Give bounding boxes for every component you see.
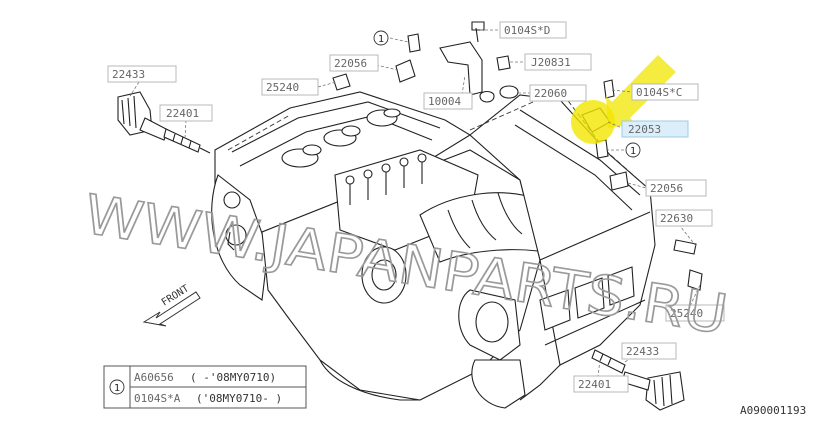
part-label-22060[interactable]: 22060: [529, 84, 587, 102]
svg-text:0104S*C: 0104S*C: [636, 86, 682, 99]
legend-row-1-part[interactable]: A60656: [134, 371, 174, 384]
leader-lines: [129, 29, 701, 377]
legend-marker: 1: [114, 383, 120, 394]
part-label-22401-top[interactable]: 22401: [159, 104, 213, 122]
sensor-22630-drawing: [673, 239, 703, 291]
legend-row-2-part[interactable]: 0104S*A: [134, 392, 181, 405]
figure-id: A090001193: [740, 404, 806, 417]
sensor-top-left-drawing: [332, 33, 421, 91]
legend-row-1-applicability: ( -'08MY0710): [190, 371, 276, 384]
svg-text:22433: 22433: [112, 68, 145, 81]
part-label-22053[interactable]: 22053: [621, 120, 689, 138]
bracket-10004-drawing: [439, 21, 519, 103]
svg-text:1: 1: [630, 146, 636, 157]
ignition-coil-right-drawing: [621, 371, 685, 411]
part-label-25240-top[interactable]: 25240: [261, 78, 319, 96]
svg-text:J20831: J20831: [531, 56, 571, 69]
part-labels: 22433 22401 25240 22056 1 0104S*D J20831: [107, 21, 725, 393]
svg-text:22060: 22060: [534, 87, 567, 100]
engine-block-drawing: [211, 89, 656, 409]
svg-text:1: 1: [378, 34, 384, 45]
part-label-0104SC[interactable]: 0104S*C: [631, 83, 699, 101]
part-label-22433-top[interactable]: 22433: [107, 65, 177, 83]
spark-plug-left-drawing: [163, 128, 211, 154]
svg-text:22056: 22056: [334, 57, 367, 70]
part-label-22401-bottom[interactable]: 22401: [573, 375, 629, 393]
part-label-22630[interactable]: 22630: [655, 209, 713, 227]
svg-text:10004: 10004: [428, 95, 461, 108]
svg-text:22401: 22401: [166, 107, 199, 120]
svg-text:22053: 22053: [628, 123, 661, 136]
front-direction-indicator: FRONT: [142, 283, 201, 327]
svg-text:22401: 22401: [578, 378, 611, 391]
part-label-22056-right[interactable]: 22056: [645, 179, 707, 197]
callout-circle-1-top: 1: [373, 30, 389, 46]
ignition-coil-left-drawing: [117, 91, 169, 141]
part-label-0104SD[interactable]: 0104S*D: [499, 21, 567, 39]
applicability-legend: 1 A60656 ( -'08MY0710) 0104S*A ('08MY071…: [103, 365, 307, 409]
legend-row-2-applicability: ('08MY0710- ): [196, 392, 282, 405]
part-label-25240-right[interactable]: 25240: [665, 304, 725, 322]
svg-text:22056: 22056: [650, 182, 683, 195]
svg-text:22630: 22630: [660, 212, 693, 225]
svg-text:25240: 25240: [670, 307, 703, 320]
svg-text:22433: 22433: [626, 345, 659, 358]
svg-text:0104S*D: 0104S*D: [504, 24, 550, 37]
callout-circle-1-right: 1: [625, 142, 641, 158]
part-label-22056-top[interactable]: 22056: [329, 54, 379, 72]
part-label-10004[interactable]: 10004: [423, 92, 473, 110]
part-label-J20831[interactable]: J20831: [524, 53, 592, 71]
part-label-22433-bottom[interactable]: 22433: [621, 342, 677, 360]
spark-plug-right-drawing: [591, 349, 626, 374]
svg-text:25240: 25240: [266, 81, 299, 94]
